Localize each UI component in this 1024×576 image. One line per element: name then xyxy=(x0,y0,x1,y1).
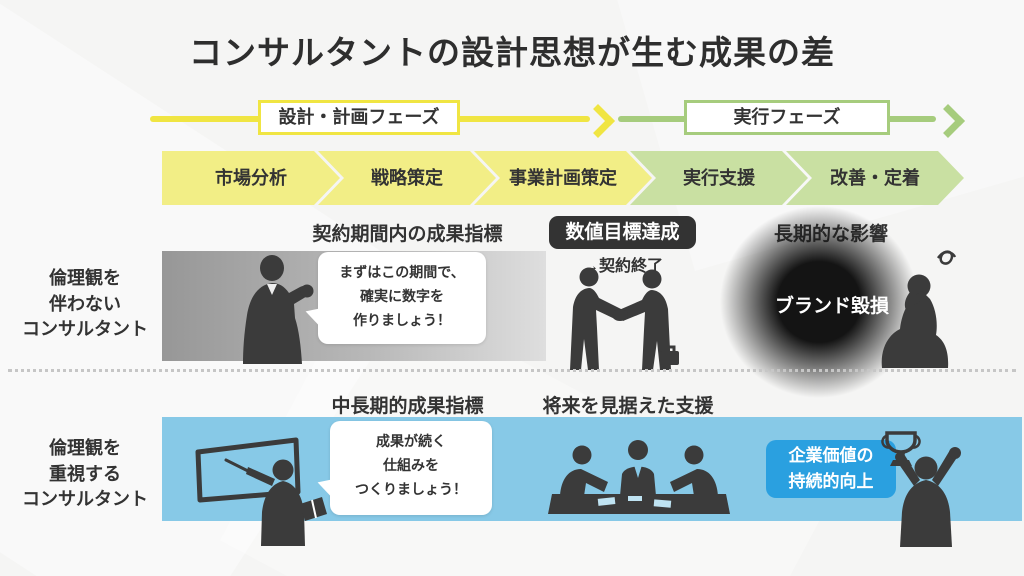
corporate-value-badge: 企業価値の 持続的向上 xyxy=(766,440,896,498)
speech-line: つくりましょう！ xyxy=(355,481,467,498)
handshake-icon xyxy=(557,266,685,370)
presenter-whiteboard-icon xyxy=(188,430,338,546)
future-support-header: 将来を見据えた支援 xyxy=(542,396,714,417)
label-line: コンサルタント xyxy=(22,319,148,340)
process-step-market-analysis: 市場分析 xyxy=(162,151,340,205)
process-step-strategy: 戦略策定 xyxy=(318,151,496,205)
speech-line: 成果が続く xyxy=(376,433,446,449)
badge-line: 企業価値の xyxy=(788,445,874,465)
contract-metric-header: 契約期間内の成果指標 xyxy=(312,224,503,245)
speech-line: 確実に数字を xyxy=(360,288,444,305)
unethical-consultant-label: 倫理観を 伴わない コンサルタント xyxy=(12,266,158,343)
ethical-consultant-label: 倫理観を 重視する コンサルタント xyxy=(12,436,158,513)
design-phase-arrowhead-icon xyxy=(581,104,615,138)
label-line: コンサルタント xyxy=(22,489,148,510)
process-step-improvement: 改善・定着 xyxy=(786,151,964,205)
label-line: 重視する xyxy=(49,463,121,484)
ethical-speech-bubble: 成果が続く 仕組みを つくりましょう！ xyxy=(330,421,492,515)
brand-damage-label: ブランド毀損 xyxy=(774,296,889,317)
meeting-icon xyxy=(548,438,730,514)
midterm-metric-header: 中長期的成果指標 xyxy=(331,396,484,417)
label-line: 伴わない xyxy=(49,293,121,314)
speech-line: まずはこの期間で、 xyxy=(339,264,465,280)
contract-end-note: →契約終了 xyxy=(582,258,663,275)
trophy-person-icon xyxy=(870,426,978,547)
despair-person-icon xyxy=(872,242,967,368)
label-line: 倫理観を xyxy=(49,268,121,288)
badge-line: 持続的向上 xyxy=(788,472,874,491)
speech-line: 作りましょう！ xyxy=(353,312,451,329)
design-phase-label: 設計・計画フェーズ xyxy=(258,100,460,135)
label-line: 倫理観を xyxy=(49,438,121,458)
businessman-pointing-icon xyxy=(232,252,332,364)
process-step-business-plan: 事業計画策定 xyxy=(474,151,652,205)
speech-line: 仕組みを xyxy=(383,457,439,474)
row-divider xyxy=(8,369,1016,372)
unethical-speech-bubble: まずはこの期間で、 確実に数字を 作りましょう！ xyxy=(318,252,486,344)
page-title: コンサルタントの設計思想が生む成果の差 xyxy=(189,34,835,71)
stress-squiggle-icon xyxy=(936,250,957,265)
numeric-goal-achieved-badge: 数値目標達成 xyxy=(549,216,696,249)
execution-phase-label: 実行フェーズ xyxy=(684,100,890,135)
process-step-execution-support: 実行支援 xyxy=(630,151,808,205)
